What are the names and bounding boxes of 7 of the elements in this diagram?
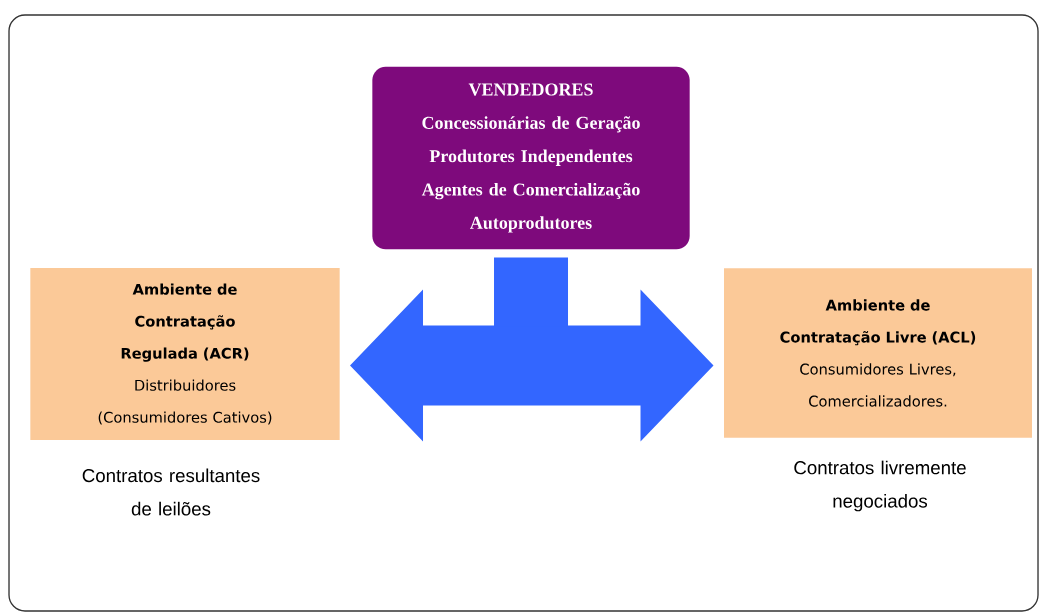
- caption-text: Contratos livremente negociados: [794, 460, 966, 512]
- market-box: Ambiente de Contratação Livre (ACL) Consumidores Livres, Comercializadores.: [724, 268, 1032, 438]
- arrow-stem: [494, 257, 568, 327]
- seller-box: VENDEDORES Concessionárias de Geração Produtores Independentes Agentes de Comercialização Autoprodutores: [372, 66, 690, 250]
- caption-text: Contratos resultantes de leilões: [82, 468, 260, 516]
- market-box: Ambiente de Contratação Regulada (ACR) Distribuidores (Consumidores Cativos): [30, 268, 340, 440]
- double-arrow: [350, 289, 714, 442]
